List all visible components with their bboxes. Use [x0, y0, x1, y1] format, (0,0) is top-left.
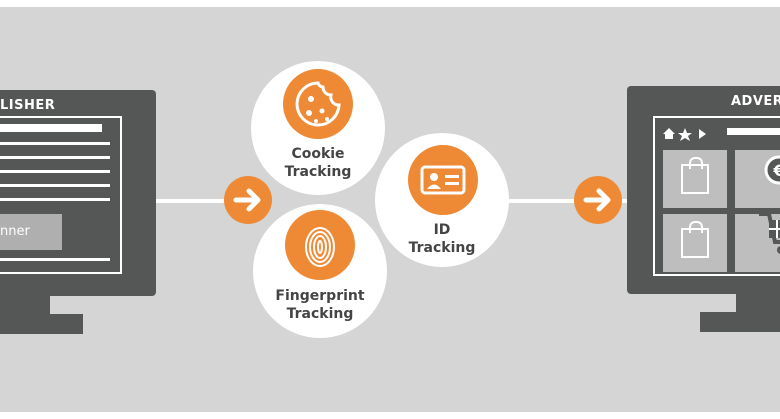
fingerprint-badge [285, 210, 355, 280]
id-card-icon [420, 165, 466, 195]
page-line [0, 198, 110, 201]
cookie-tracking-label: Cookie Tracking [251, 145, 385, 181]
fingerprint-tracking-node: Fingerprint Tracking [253, 204, 387, 338]
connector-line-right [505, 199, 630, 203]
label-line: Tracking [408, 240, 476, 256]
label-line: Fingerprint [275, 288, 365, 304]
browser-toolbar-icons [663, 128, 706, 141]
fingerprint-tracking-label: Fingerprint Tracking [253, 287, 387, 323]
ad-banner: nner [0, 214, 62, 250]
page-line [0, 258, 110, 261]
cookie-tracking-node: Cookie Tracking [251, 61, 385, 195]
svg-text:€: € [772, 161, 780, 180]
page-line [0, 184, 110, 187]
fingerprint-icon [305, 227, 335, 267]
label-line: ID [433, 222, 451, 238]
product-tile [663, 150, 727, 208]
euro-search-icon: € [764, 155, 780, 185]
page-line [0, 156, 110, 159]
publisher-screen: nner [0, 116, 122, 274]
publisher-title: LISHER [0, 98, 56, 113]
diagram-canvas: LISHER nner ADVERT [0, 7, 780, 412]
label-line: Tracking [286, 306, 354, 322]
id-tracking-node: ID Tracking [375, 133, 509, 267]
arrow-right-icon [574, 176, 622, 224]
shopping-bag-icon [681, 221, 709, 258]
publisher-stand [0, 296, 50, 314]
advertiser-base [700, 312, 780, 332]
cookie-badge [283, 69, 353, 139]
page-line [0, 170, 110, 173]
id-badge [408, 145, 478, 215]
cookie-icon [295, 81, 341, 127]
connector-line-left [155, 199, 265, 203]
arrow-right-icon [224, 176, 272, 224]
advertiser-screen: € [653, 116, 780, 276]
id-tracking-label: ID Tracking [375, 221, 509, 257]
advertiser-monitor: ADVERT € [627, 86, 780, 294]
page-line [0, 142, 110, 145]
publisher-base [0, 314, 83, 334]
address-bar [727, 128, 780, 135]
page-line [0, 124, 102, 132]
label-line: Tracking [284, 164, 352, 180]
advertiser-title: ADVERT [731, 94, 780, 109]
label-line: Cookie [291, 146, 345, 162]
advertiser-stand [736, 294, 780, 314]
product-tile [663, 214, 727, 272]
shopping-bag-icon [681, 157, 709, 194]
banner-label: nner [0, 224, 30, 239]
publisher-monitor: LISHER nner [0, 90, 156, 296]
shopping-cart-icon [759, 212, 780, 254]
